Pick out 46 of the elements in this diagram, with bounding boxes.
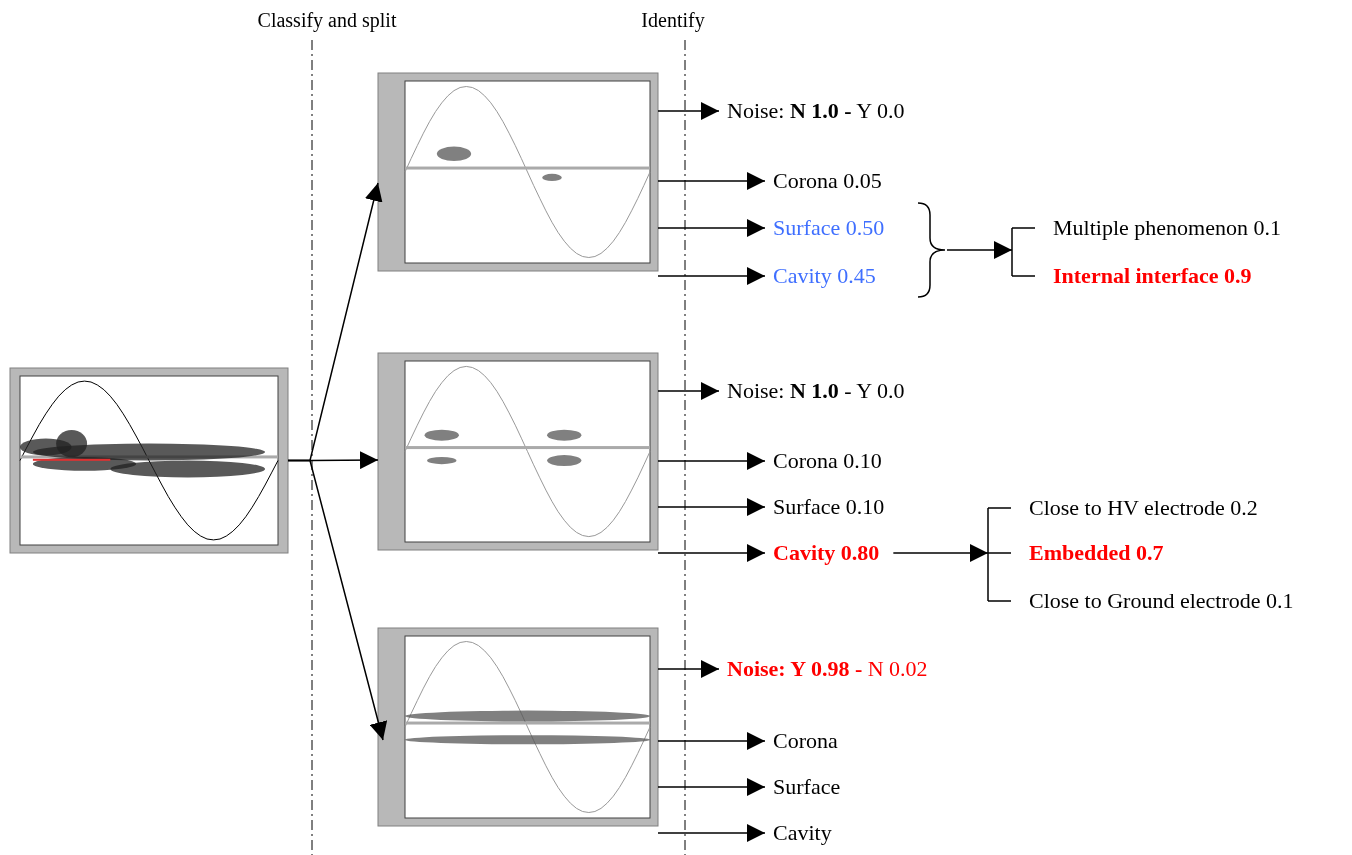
class-label: Surface 0.10 [773,494,885,520]
arrow [892,544,989,562]
arrow [657,102,720,120]
arrow [946,241,1013,259]
arrow [657,498,766,516]
bracket-line [1011,227,1013,277]
class-label: Cavity 0.45 [773,263,876,289]
bracket-line [987,507,989,602]
class-label: Embedded 0.7 [1029,540,1164,566]
arrow [657,219,766,237]
arrow [657,732,766,750]
class-label: Cavity [773,820,832,846]
class-label: Cavity 0.80 [773,540,880,566]
picture [377,72,659,272]
picture [377,627,659,827]
arrow [657,544,766,562]
picture [377,352,659,551]
arrow [657,267,766,285]
class-label: Multiple phenomenon 0.1 [1053,215,1281,241]
class-label: Close to Ground electrode 0.1 [1029,588,1294,614]
arrow [657,778,766,796]
column-heading: Classify and split [257,8,397,33]
class-label: Surface [773,774,841,800]
picture [9,367,289,554]
class-label: Corona 0.10 [773,448,882,474]
connector-line [987,600,1012,602]
class-label: Surface 0.50 [773,215,885,241]
arrow [287,459,388,741]
connector-line [1011,227,1036,229]
result-text: Noise: N 1.0 - Y 0.0 [727,378,905,404]
arrow [657,660,720,678]
class-label: Close to HV electrode 0.2 [1029,495,1258,521]
arrow [657,172,766,190]
result-text: Noise: N 1.0 - Y 0.0 [727,98,905,124]
arrow [657,452,766,470]
class-label: Corona 0.05 [773,168,882,194]
curly-brace [917,202,946,298]
connector-line [1011,275,1036,277]
class-label: Corona [773,728,838,754]
result-text: Noise: Y 0.98 - N 0.02 [727,656,928,682]
connector-line [987,507,1012,509]
connector-line [987,552,1012,554]
column-heading: Identify [641,8,705,33]
arrow [657,382,720,400]
class-label: Internal interface 0.9 [1053,263,1252,289]
arrow [657,824,766,842]
